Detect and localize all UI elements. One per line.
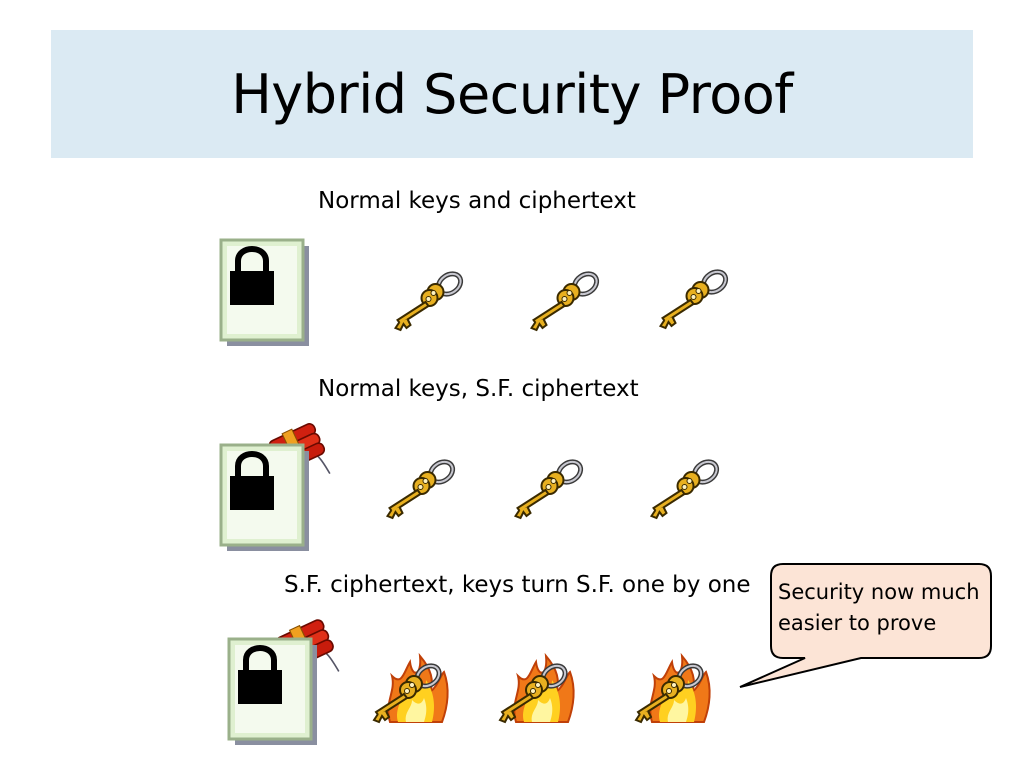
callout-line-1: Security now much [778,580,980,604]
key-icon [380,268,475,336]
padlock-document-icon [226,636,322,748]
padlock-document-icon [218,237,314,349]
callout-line-2: easier to prove [778,611,937,635]
burning-key-icon [494,655,575,730]
key-icon [636,456,731,524]
burning-key-icon [630,655,711,730]
key-icon [500,456,595,524]
row-caption-sf-ciphertext: Normal keys, S.F. ciphertext [318,376,639,402]
slide-title: Hybrid Security Proof [231,62,793,126]
key-icon [372,456,467,524]
row-caption-normal: Normal keys and ciphertext [318,188,636,214]
burning-key-icon [368,655,449,730]
key-icon [645,266,740,334]
callout-text: Security now much easier to prove [778,577,983,639]
callout-bubble [739,563,992,688]
padlock-document-icon [218,442,314,554]
row-caption-keys-turn-sf: S.F. ciphertext, keys turn S.F. one by o… [284,572,751,598]
key-icon [516,268,611,336]
title-bar: Hybrid Security Proof [51,30,973,158]
